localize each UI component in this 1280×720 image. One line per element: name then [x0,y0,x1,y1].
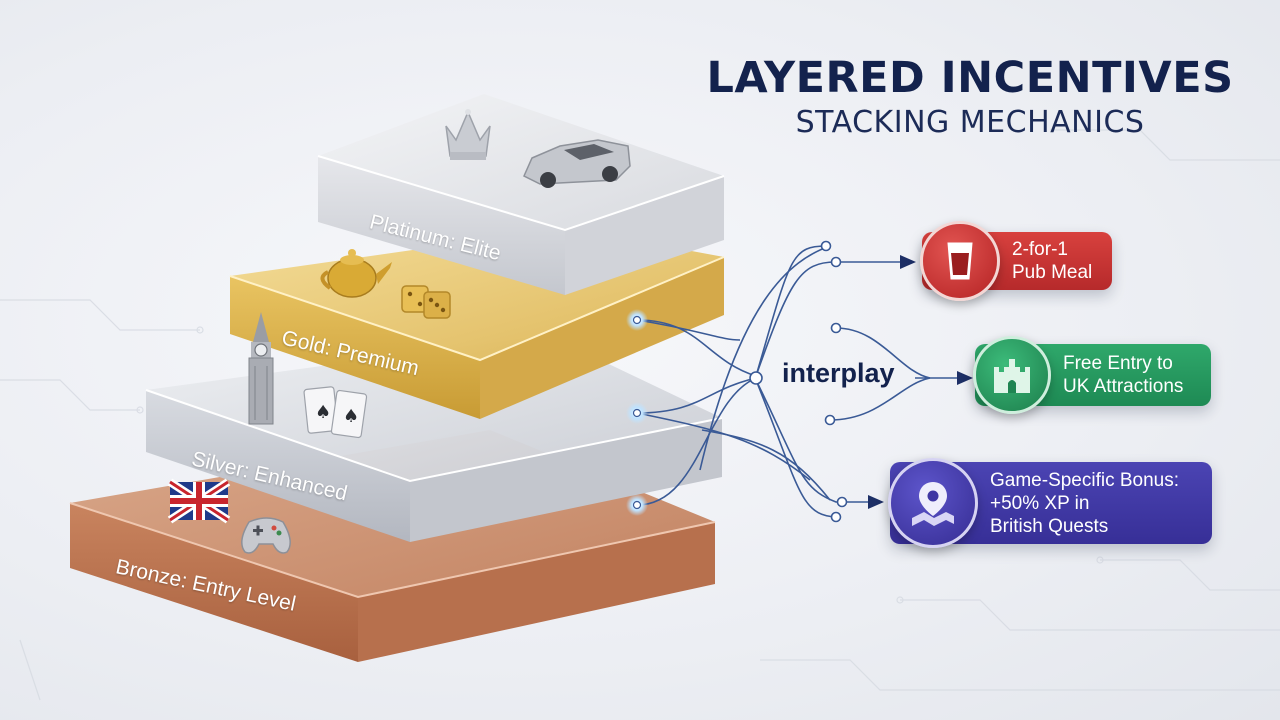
reward-game-line3: British Quests [990,515,1109,537]
pint-glass-icon [920,221,1000,301]
reward-game-line2: +50% XP in [990,492,1090,514]
sports-car-icon [523,139,631,188]
dice-icon [401,285,451,319]
playing-cards-icon: ♠ ♠ [303,386,368,439]
map-pin-icon [888,458,978,548]
reward-attr-line2: UK Attractions [1063,376,1184,397]
gamepad-icon [241,517,291,554]
svg-text:♠: ♠ [315,402,331,423]
connector-arrowheads [868,255,973,509]
title-block: LAYERED INCENTIVES STACKING MECHANICS [700,52,1240,142]
reward-pub-line1: 2-for-1 [1012,239,1068,260]
reward-pub-line2: Pub Meal [1012,262,1093,283]
castle-icon [973,336,1051,414]
page-subtitle: STACKING MECHANICS [795,105,1145,140]
page-title: LAYERED INCENTIVES [706,53,1234,103]
tier-platinum-slab [317,94,725,295]
circuit-background [0,129,1280,701]
reward-game-line1: Game-Specific Bonus: [990,469,1180,491]
big-ben-icon [248,312,274,425]
svg-text:♠: ♠ [343,406,359,427]
union-jack-flag-icon [167,478,231,524]
reward-attr-line1: Free Entry to [1063,353,1173,374]
interplay-label: interplay [782,358,895,388]
teapot-icon [320,249,392,298]
reward-pub-meal: 2-for-1 Pub Meal [920,221,1112,301]
reward-uk-attractions: Free Entry to UK Attractions [973,336,1211,414]
slab-glow-points [626,309,648,516]
crown-icon [445,109,491,160]
reward-game-bonus: Game-Specific Bonus: +50% XP in British … [888,458,1212,548]
connector-nodes [749,240,848,523]
